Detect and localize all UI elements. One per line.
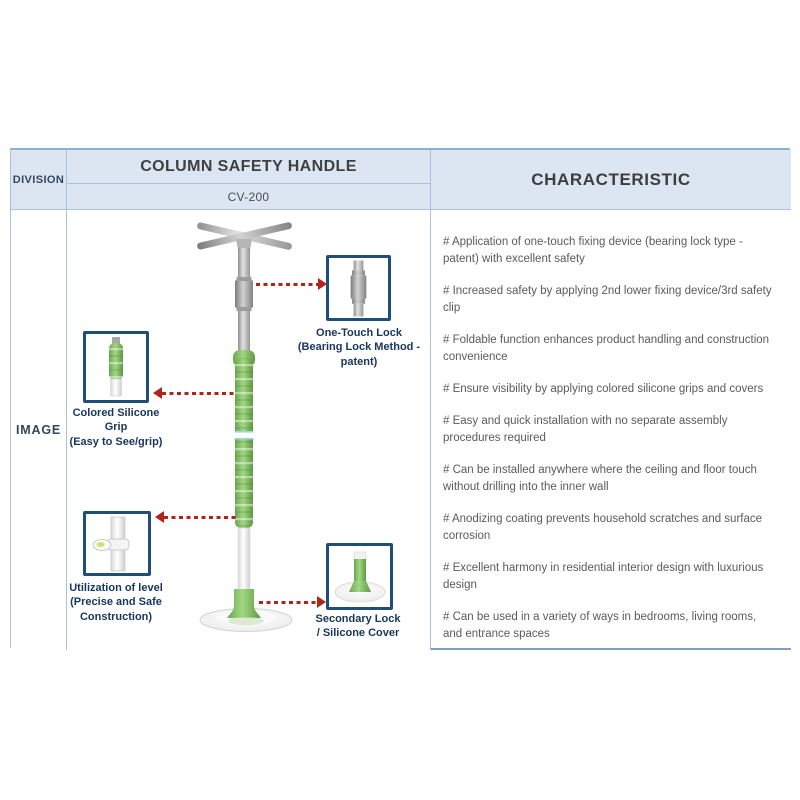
characteristic-item: # Excellent harmony in residential inter… — [443, 561, 764, 591]
characteristic-item: # Easy and quick installation with no se… — [443, 414, 728, 444]
characteristics-list: # Application of one-touch fixing device… — [431, 210, 791, 650]
model-number-cell: CV-200 — [67, 184, 431, 210]
spec-table: DIVISION COLUMN SAFETY HANDLE CV-200 CHA… — [10, 148, 791, 650]
image-row-label: IMAGE — [16, 423, 61, 437]
secondary-lock-label: Secondary Lock / Silicone Cover — [315, 613, 401, 640]
characteristic-item: # Increased safety by applying 2nd lower… — [443, 285, 772, 315]
division-label: DIVISION — [12, 173, 65, 186]
image-row-label-cell: IMAGE — [11, 210, 67, 650]
column-pole-illustration — [197, 222, 293, 632]
one-touch-lock-label: One-Touch Lock (Bearing Lock Method - pa… — [297, 327, 421, 368]
colored-grip-label: Colored Silicone Grip (Easy to See/grip) — [69, 407, 163, 448]
product-diagram: Colored Silicone Grip (Easy to See/grip)… — [67, 210, 431, 650]
product-title: COLUMN SAFETY HANDLE — [140, 157, 357, 175]
colored-grip-arrow — [153, 387, 234, 399]
product-title-cell: COLUMN SAFETY HANDLE — [67, 150, 431, 184]
characteristic-item: # Can be installed anywhere where the ce… — [443, 463, 757, 493]
level-callout-box — [83, 511, 151, 576]
characteristic-item: # Foldable function enhances product han… — [443, 334, 770, 364]
level-thumb — [92, 516, 130, 571]
characteristic-item: # Application of one-touch fixing device… — [443, 236, 743, 266]
level-label: Utilization of level (Precise and Safe C… — [69, 582, 163, 623]
secondary-lock-arrow — [259, 596, 326, 608]
model-number: CV-200 — [227, 189, 270, 204]
secondary-lock-callout-box — [326, 543, 393, 610]
characteristic-item: # Anodizing coating prevents household s… — [443, 512, 763, 542]
division-header-cell: DIVISION — [11, 150, 67, 210]
characteristic-item: # Ensure visibility by applying colored … — [443, 383, 764, 395]
level-arrow — [155, 511, 238, 523]
colored-grip-callout-box — [83, 331, 149, 403]
colored-grip-thumb — [109, 337, 123, 397]
one-touch-lock-callout-box — [326, 255, 391, 321]
secondary-lock-thumb — [334, 551, 385, 602]
characteristic-header-cell: CHARACTERISTIC — [431, 150, 791, 210]
characteristic-header: CHARACTERISTIC — [531, 169, 691, 189]
one-touch-lock-arrow — [256, 278, 327, 290]
one-touch-lock-thumb — [350, 260, 367, 317]
characteristic-item: # Can be used in a variety of ways in be… — [443, 610, 757, 640]
